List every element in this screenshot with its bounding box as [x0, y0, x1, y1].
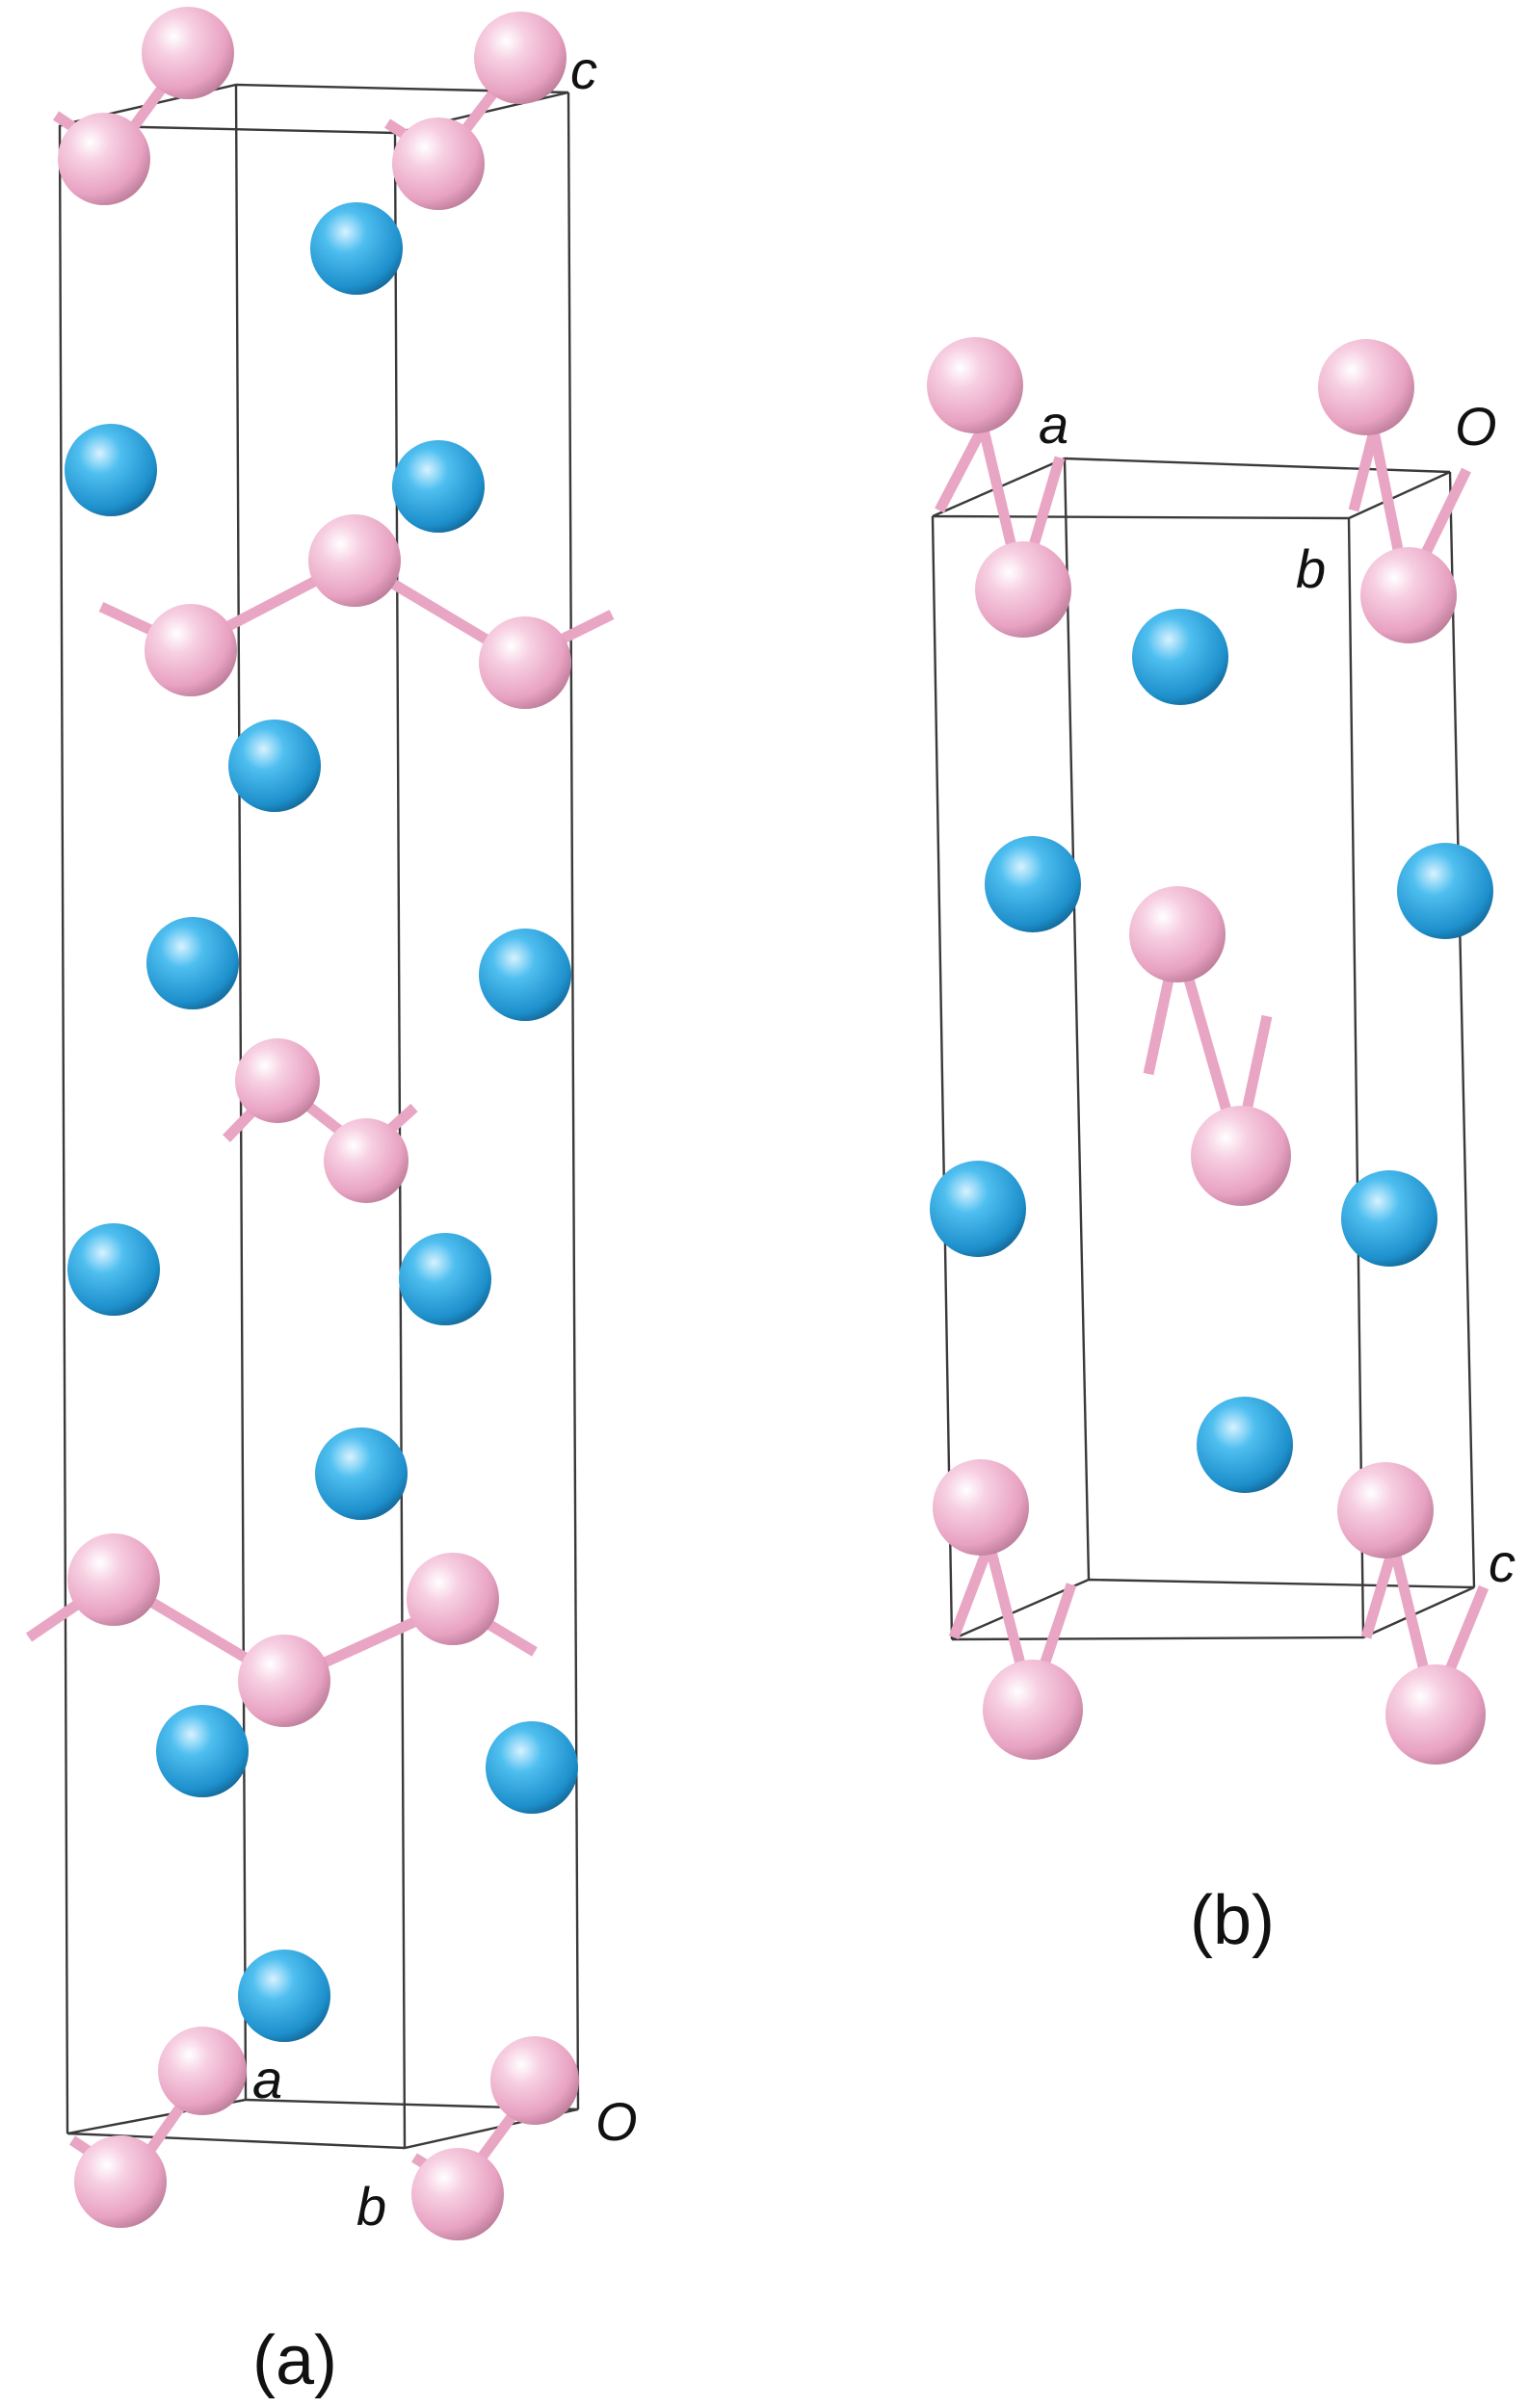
- panel-a-bonds: [25, 49, 615, 2191]
- panel-a-structure: c a O b (a): [25, 7, 638, 2399]
- blue-atom: [392, 440, 485, 533]
- blue-atom: [985, 836, 1081, 932]
- pink-atom: [479, 616, 571, 709]
- axis-label-origin: O: [1455, 396, 1497, 457]
- blue-atom: [1132, 609, 1228, 705]
- panel-a-axis-labels: c a O b: [252, 39, 638, 2237]
- axis-label-a: a: [252, 2049, 282, 2109]
- panel-a-pink-atoms: [58, 7, 579, 2240]
- pink-atom: [474, 12, 567, 104]
- pink-atom: [67, 1533, 160, 1626]
- axis-label-origin: O: [595, 2091, 638, 2152]
- pink-atom: [411, 2148, 504, 2240]
- axis-label-b: b: [1296, 538, 1326, 599]
- blue-atom: [1397, 843, 1493, 939]
- pink-atom: [1191, 1106, 1291, 1206]
- pink-atom: [1337, 1462, 1434, 1558]
- blue-atom: [156, 1705, 249, 1797]
- blue-atom: [310, 202, 403, 295]
- pink-atom: [145, 604, 237, 696]
- panel-b-axis-labels: a O b c: [1039, 394, 1516, 1593]
- blue-atom: [486, 1721, 578, 1814]
- pink-atom: [927, 337, 1023, 433]
- pink-atom: [407, 1553, 499, 1645]
- axis-label-c: c: [1489, 1532, 1516, 1593]
- pink-atom: [1385, 1664, 1486, 1765]
- blue-atom: [67, 1223, 160, 1316]
- axis-label-a: a: [1039, 394, 1068, 455]
- pink-atom: [1318, 339, 1414, 435]
- blue-atom: [65, 424, 157, 516]
- pink-atom: [58, 113, 150, 205]
- pink-atom: [235, 1038, 320, 1123]
- pink-atom: [490, 2036, 579, 2125]
- pink-atom: [324, 1118, 409, 1203]
- pink-atom: [983, 1660, 1083, 1760]
- axis-label-b: b: [356, 2176, 386, 2237]
- panel-b-caption: (b): [1190, 1882, 1275, 1959]
- blue-atom: [399, 1233, 491, 1325]
- pink-atom: [1360, 547, 1457, 643]
- axis-label-c: c: [570, 39, 597, 100]
- blue-atom: [146, 917, 239, 1009]
- blue-atom: [930, 1161, 1026, 1257]
- blue-atom: [479, 929, 571, 1021]
- blue-atom: [315, 1427, 408, 1520]
- pink-atom: [238, 1635, 330, 1727]
- pink-atom: [158, 2027, 247, 2115]
- pink-atom: [933, 1459, 1029, 1556]
- panel-b-unit-cell: [931, 457, 1476, 1641]
- blue-atom: [238, 1950, 330, 2042]
- pink-atom: [74, 2135, 167, 2228]
- panel-b-pink-atoms: [927, 337, 1486, 1765]
- pink-atom: [1129, 886, 1226, 982]
- pink-atom: [308, 514, 401, 607]
- panel-b-structure: a O b c (b): [927, 337, 1516, 1959]
- blue-atom: [228, 720, 321, 812]
- panel-b-blue-atoms: [930, 609, 1493, 1493]
- pink-atom: [975, 541, 1071, 638]
- blue-atom: [1341, 1170, 1437, 1267]
- pink-atom: [142, 7, 234, 99]
- blue-atom: [1197, 1397, 1293, 1493]
- panel-a-caption: (a): [252, 2322, 337, 2399]
- pink-atom: [392, 118, 485, 210]
- panel-a-blue-atoms: [65, 202, 578, 2042]
